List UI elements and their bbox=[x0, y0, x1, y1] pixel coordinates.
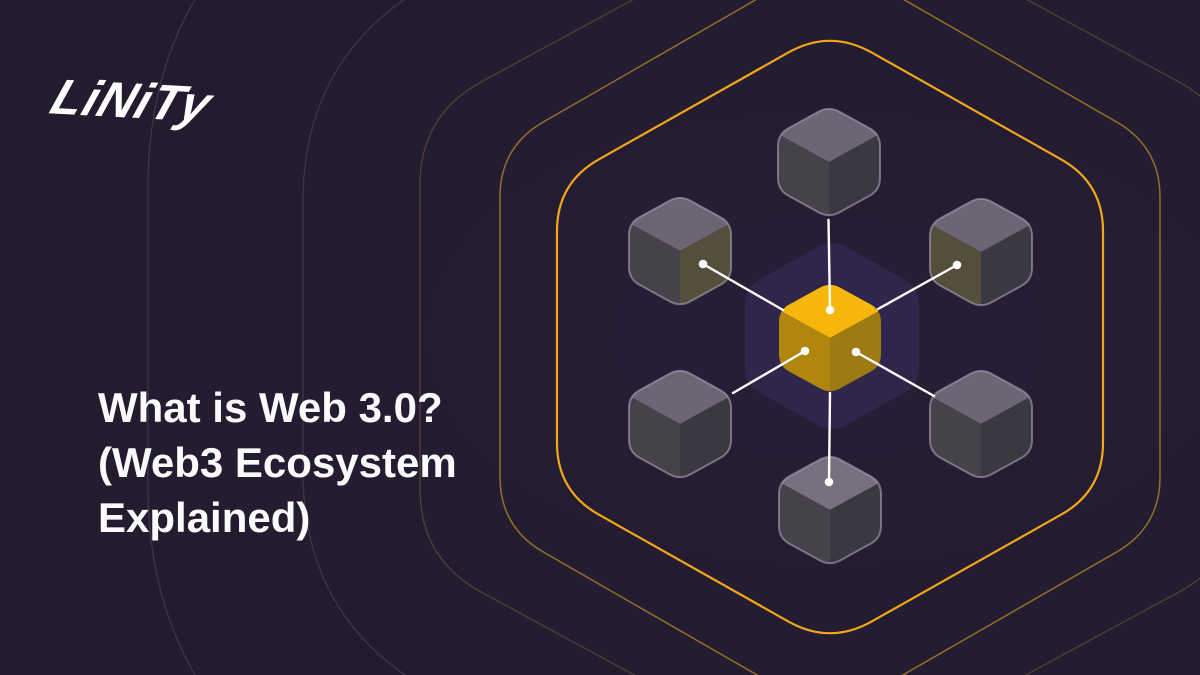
connector-dot-gold-top bbox=[825, 305, 835, 315]
connector-line-lower-right bbox=[854, 350, 936, 398]
connector-dot-bottom bbox=[824, 477, 834, 487]
title-line-2: (Web3 Ecosystem bbox=[98, 439, 457, 486]
connector-dot-gold-right bbox=[851, 347, 861, 357]
connector-lines bbox=[701, 218, 959, 484]
connector-dot-upper-left bbox=[698, 259, 708, 269]
connector-line-lower-left bbox=[731, 349, 807, 395]
connector-line-upper-left bbox=[701, 262, 785, 312]
hexagon-ring-2 bbox=[499, 0, 1161, 675]
connector-line-bottom bbox=[827, 391, 832, 484]
connector-dot-upper-right bbox=[952, 260, 962, 270]
connector-dots bbox=[698, 259, 962, 487]
title-line-1: What is Web 3.0? bbox=[98, 384, 443, 431]
hexagon-outline-primary bbox=[555, 39, 1105, 635]
linity-logo: LiNiTy bbox=[44, 69, 220, 133]
title-line-3: Explained) bbox=[98, 494, 311, 541]
video-title: What is Web 3.0? (Web3 Ecosystem Explain… bbox=[98, 380, 457, 545]
connector-line-upper-right bbox=[876, 263, 959, 311]
hexagon-ring-3 bbox=[419, 0, 1200, 675]
connector-line-top bbox=[827, 218, 832, 312]
connector-dot-gold-left bbox=[800, 346, 810, 356]
